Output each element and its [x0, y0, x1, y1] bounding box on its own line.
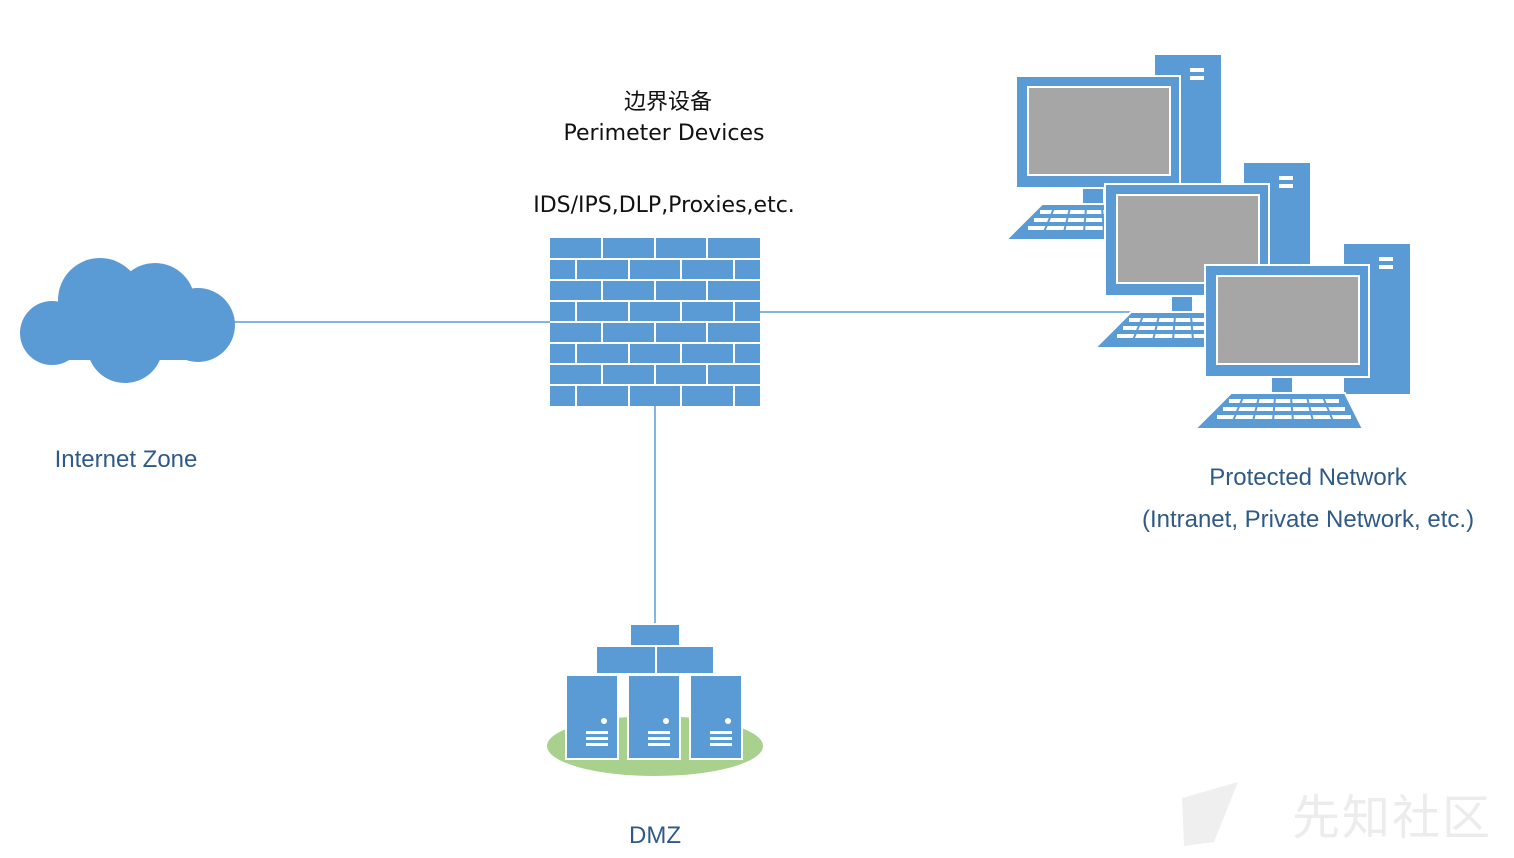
protected-network-sublabel: (Intranet, Private Network, etc.): [1141, 506, 1475, 533]
watermark-text: 先知社区: [1291, 790, 1492, 846]
internet-zone-label: Internet Zone: [54, 446, 198, 473]
server-cluster-icon: [547, 623, 763, 776]
firewall-icon: [550, 238, 760, 406]
perimeter-title-cn: 边界设备: [623, 90, 713, 115]
dmz-label: DMZ: [629, 822, 681, 849]
perimeter-examples: IDS/IPS,DLP,Proxies,etc.: [533, 193, 795, 218]
cloud-icon: [20, 258, 235, 383]
desktop-computer-icon-3: [1194, 242, 1412, 430]
perimeter-title-en: Perimeter Devices: [563, 121, 765, 146]
protected-network-label: Protected Network: [1209, 464, 1407, 491]
watermark-logo-icon: [1182, 782, 1238, 846]
